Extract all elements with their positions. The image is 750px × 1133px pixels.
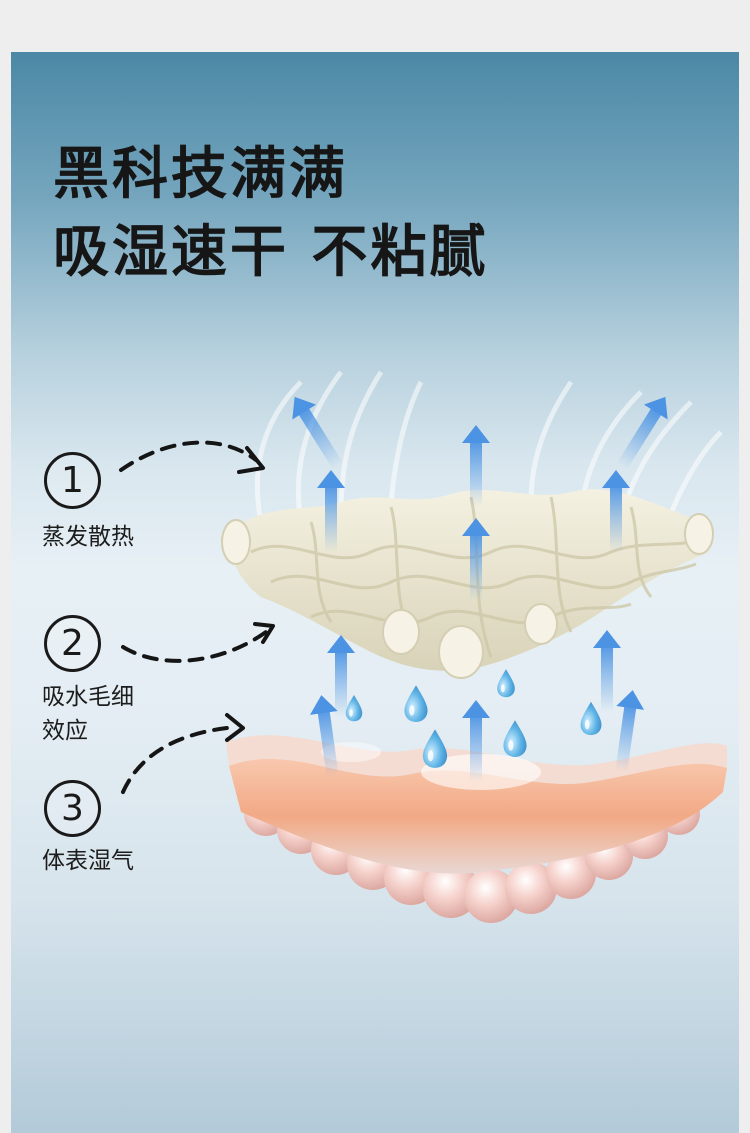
- dashed-arrow-heads: [225, 446, 275, 742]
- fabric-weave: [221, 489, 714, 679]
- step-1-number: 1: [44, 452, 101, 509]
- step-2-number: 2: [44, 615, 101, 672]
- skin-layer: [226, 735, 727, 923]
- headline-line-2: 吸湿速干 不粘腻: [53, 220, 489, 285]
- product-feature-panel: 黑科技满满 吸湿速干 不粘腻: [11, 52, 739, 1133]
- step-1-label: 蒸发散热: [42, 524, 134, 550]
- dashed-curve-arrow-icon: [119, 440, 268, 794]
- headline-line-1: 黑科技满满: [53, 142, 348, 207]
- step-3-label: 体表湿气: [42, 848, 134, 874]
- step-2-label: 吸水毛细 效应: [42, 684, 134, 744]
- step-3-number: 3: [44, 780, 101, 837]
- moisture-wicking-illustration: [119, 370, 727, 923]
